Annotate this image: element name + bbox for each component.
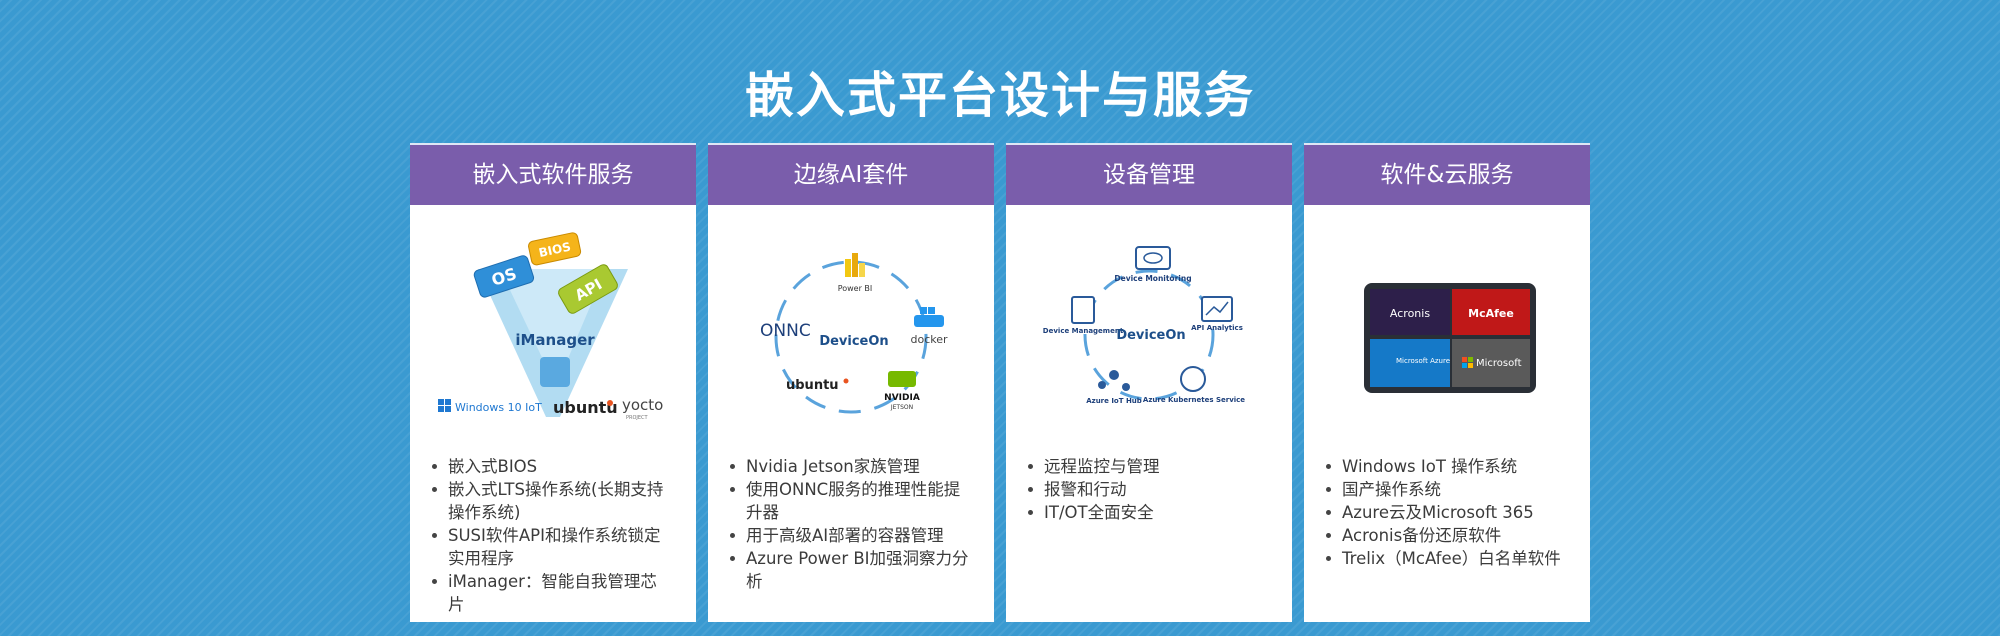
- svg-text:Microsoft Azure: Microsoft Azure: [1396, 357, 1450, 365]
- nvidia-icon: NVIDIA JETSON: [884, 371, 920, 411]
- kubernetes-icon: Azure Kubernetes Service: [1143, 366, 1245, 404]
- svg-text:Microsoft: Microsoft: [1476, 358, 1522, 369]
- list-item: 远程监控与管理: [1028, 455, 1268, 478]
- imanager-label: iManager: [515, 331, 595, 349]
- docker-icon: docker: [910, 307, 948, 346]
- list-item: Acronis备份还原软件: [1326, 524, 1566, 547]
- ubuntu-logo: ubuntu: [786, 378, 839, 393]
- list-item: SUSI软件API和操作系统锁定实用程序: [432, 524, 672, 570]
- os-tile: OS: [473, 255, 535, 298]
- deviceon-label: DeviceOn: [819, 334, 888, 349]
- iot-hub-icon: Azure IoT Hub: [1086, 370, 1142, 405]
- svg-text:API Analytics: API Analytics: [1191, 324, 1243, 332]
- list-item: Azure云及Microsoft 365: [1326, 501, 1566, 524]
- svg-text:Device Monitoring: Device Monitoring: [1114, 274, 1191, 283]
- svg-text:docker: docker: [910, 333, 948, 346]
- card-edge-ai: 边缘AI套件 Power BI ONNC DeviceOn docker ubu…: [708, 143, 994, 622]
- card-header: 软件&云服务: [1304, 145, 1590, 205]
- svg-text:Device Management: Device Management: [1043, 327, 1124, 335]
- feature-list: Nvidia Jetson家族管理 使用ONNC服务的推理性能提升器 用于高级A…: [708, 455, 994, 593]
- card-header: 边缘AI套件: [708, 145, 994, 205]
- list-item: 使用ONNC服务的推理性能提升器: [730, 478, 970, 524]
- mcafee-tile: [1452, 289, 1530, 335]
- list-item: 国产操作系统: [1326, 478, 1566, 501]
- list-item: 用于高级AI部署的容器管理: [730, 524, 970, 547]
- azure-tile: [1370, 339, 1450, 387]
- feature-list: 远程监控与管理 报警和行动 IT/OT全面安全: [1006, 455, 1292, 524]
- deviceon-label: DeviceOn: [1116, 328, 1185, 343]
- analytics-icon: API Analytics: [1191, 296, 1243, 332]
- list-item: iManager：智能自我管理芯片: [432, 570, 672, 616]
- imanager-illustration: OS BIOS API iManager Windows 10 IoT ubun…: [410, 217, 696, 437]
- svg-text:NVIDIA: NVIDIA: [884, 393, 920, 403]
- list-item: 报警和行动: [1028, 478, 1268, 501]
- svg-text:McAfee: McAfee: [1468, 307, 1514, 320]
- ubuntu-logo: ubuntu: [553, 398, 618, 417]
- powerbi-icon: Power BI: [838, 253, 873, 293]
- list-item: IT/OT全面安全: [1028, 501, 1268, 524]
- microsoft-logo: [1462, 357, 1473, 368]
- card-software-cloud: 软件&云服务 Acronis McAfee Microsoft Azure Mi…: [1304, 143, 1590, 622]
- chip-icon: [540, 357, 570, 387]
- svg-text:Windows 10 IoT: Windows 10 IoT: [455, 401, 542, 414]
- list-item: 嵌入式LTS操作系统(长期支持操作系统): [432, 478, 672, 524]
- acronis-tile: [1370, 289, 1450, 335]
- onnc-logo: ONNC: [760, 321, 811, 341]
- svg-text:PROJECT: PROJECT: [626, 415, 649, 421]
- bios-tile: BIOS: [528, 232, 582, 266]
- svg-text:BIOS: BIOS: [537, 240, 572, 260]
- svg-text:Acronis: Acronis: [1390, 307, 1430, 320]
- list-item: 嵌入式BIOS: [432, 455, 672, 478]
- list-item: Trelix（McAfee）白名单软件: [1326, 547, 1566, 570]
- software-tiles-illustration: Acronis McAfee Microsoft Azure Microsoft: [1304, 217, 1590, 437]
- server-icon: Device Management: [1043, 296, 1124, 335]
- feature-list: 嵌入式BIOS 嵌入式LTS操作系统(长期支持操作系统) SUSI软件API和操…: [410, 455, 696, 616]
- svg-text:Power BI: Power BI: [838, 284, 873, 293]
- feature-list: Windows IoT 操作系统 国产操作系统 Azure云及Microsoft…: [1304, 455, 1590, 570]
- windows-logo: Windows 10 IoT: [438, 399, 542, 414]
- card-header: 嵌入式软件服务: [410, 145, 696, 205]
- card-device-management: 设备管理 Device Monitoring API Analytics Azu…: [1006, 143, 1292, 622]
- device-management-diagram: Device Monitoring API Analytics Azure Ku…: [1006, 217, 1292, 437]
- edge-ai-diagram: Power BI ONNC DeviceOn docker ubuntu NVI…: [708, 217, 994, 437]
- svg-text:JETSON: JETSON: [890, 404, 913, 411]
- page-title: 嵌入式平台设计与服务: [744, 67, 1255, 124]
- card-header: 设备管理: [1006, 145, 1292, 205]
- list-item: Nvidia Jetson家族管理: [730, 455, 970, 478]
- svg-text:Azure Kubernetes Service: Azure Kubernetes Service: [1143, 396, 1245, 404]
- card-embedded-software: 嵌入式软件服务 OS BIOS API iManager: [410, 143, 696, 622]
- list-item: Azure Power BI加强洞察力分析: [730, 549, 969, 591]
- list-item: Windows IoT 操作系统: [1326, 455, 1566, 478]
- yocto-logo: yocto: [622, 396, 663, 414]
- svg-text:Azure IoT Hub: Azure IoT Hub: [1086, 397, 1142, 405]
- monitoring-icon: Device Monitoring: [1114, 246, 1192, 283]
